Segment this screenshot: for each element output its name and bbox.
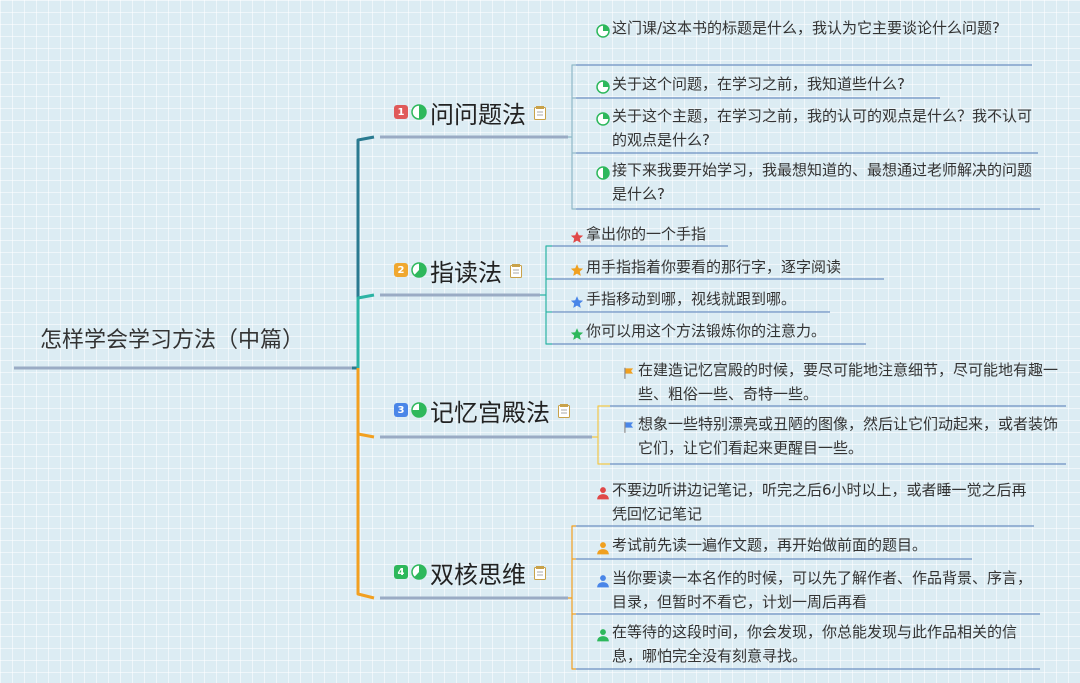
star-icon xyxy=(570,324,584,340)
number-badge-icon: 3 xyxy=(394,403,408,417)
connector-branch-1 xyxy=(352,135,375,370)
list-item[interactable]: 手指移动到哪，视线就跟到哪。 xyxy=(570,287,910,311)
branch-4-bracket-top xyxy=(568,525,576,599)
branch-4-bracket-bottom xyxy=(571,598,576,670)
branch-topic-shuanghe[interactable]: 4 双核思维 xyxy=(394,556,546,589)
list-item[interactable]: 想象一些特别漂亮或丑陋的图像，然后让它们动起来，或者装饰它们，让它们看起来更醒目… xyxy=(622,412,1062,460)
progress-icon xyxy=(411,104,427,120)
branch-1-bracket-top xyxy=(568,64,576,138)
star-icon xyxy=(570,260,584,276)
list-item[interactable]: 关于这个问题，在学习之前，我知道些什么? xyxy=(596,72,1032,96)
branch-1-bracket-bottom xyxy=(571,137,576,210)
progress-quarter-icon xyxy=(596,109,610,126)
person-icon xyxy=(596,538,610,555)
branch-2-bracket-top xyxy=(540,245,552,296)
note-icon[interactable] xyxy=(534,105,546,120)
progress-icon xyxy=(411,564,427,580)
progress-icon xyxy=(411,262,427,278)
progress-quarter-icon xyxy=(596,21,610,38)
list-item[interactable]: 当你要读一本名作的时候，可以先了解作者、作品背景、序言，目录，但暂时不看它，计划… xyxy=(596,566,1036,614)
branch-label: 双核思维 xyxy=(430,560,526,589)
person-icon xyxy=(596,571,610,588)
list-item[interactable]: 不要边听讲边记笔记，听完之后6小时以上，或者睡一觉之后再凭回忆记笔记 xyxy=(596,478,1032,526)
number-badge-icon: 4 xyxy=(394,565,408,579)
list-item[interactable]: 在等待的这段时间，你会发现，你总能发现与此作品相关的信息，哪怕完全没有刻意寻找。 xyxy=(596,620,1036,668)
person-icon xyxy=(596,625,610,642)
list-item[interactable]: 你可以用这个方法锻炼你的注意力。 xyxy=(570,319,910,343)
flag-icon xyxy=(622,363,636,379)
list-item[interactable]: 拿出你的一个手指 xyxy=(570,222,870,246)
number-badge-icon: 1 xyxy=(394,105,408,119)
list-item[interactable]: 接下来我要开始学习，我最想知道的、最想通过老师解决的问题是什么? xyxy=(596,158,1036,206)
connector-branch-4 xyxy=(356,368,375,600)
branch-topic-jiyigongdian[interactable]: 3 记忆宫殿法 xyxy=(394,394,570,427)
note-icon[interactable] xyxy=(534,565,546,580)
branch-topic-wenwenti[interactable]: 1 问问题法 xyxy=(394,96,546,129)
progress-icon xyxy=(411,402,427,418)
branch-3-bracket-top xyxy=(592,405,610,438)
person-icon xyxy=(596,483,610,500)
branch-2-bracket-bottom xyxy=(545,295,552,345)
progress-half-icon xyxy=(596,163,610,180)
note-icon[interactable] xyxy=(558,403,570,418)
list-item[interactable]: 这门课/这本书的标题是什么，我认为它主要谈论什么问题? xyxy=(596,16,1032,40)
root-topic[interactable]: 怎样学会学习方法（中篇） xyxy=(40,328,305,353)
branch-topic-zhidu[interactable]: 2 指读法 xyxy=(394,254,522,287)
list-item[interactable]: 用手指指着你要看的那行字，逐字阅读 xyxy=(570,255,910,279)
connector-branch-3 xyxy=(356,368,375,439)
flag-icon xyxy=(622,417,636,433)
list-item[interactable]: 考试前先读一遍作文题，再开始做前面的题目。 xyxy=(596,533,1032,557)
number-badge-icon: 2 xyxy=(394,263,408,277)
star-icon xyxy=(570,292,584,308)
progress-quarter-icon xyxy=(596,77,610,94)
list-item[interactable]: 关于这个主题，在学习之前，我的认可的观点是什么？我不认可的观点是什么? xyxy=(596,104,1036,152)
branch-3-bracket-bottom xyxy=(597,437,610,465)
branch-label: 指读法 xyxy=(430,258,502,287)
branch-label: 记忆宫殿法 xyxy=(430,398,550,427)
list-item[interactable]: 在建造记忆宫殿的时候，要尽可能地注意细节，尽可能地有趣一些、粗俗一些、奇特一些。 xyxy=(622,358,1062,406)
connector-branch-2 xyxy=(356,293,375,368)
star-icon xyxy=(570,227,584,243)
branch-label: 问问题法 xyxy=(430,100,526,129)
note-icon[interactable] xyxy=(510,263,522,278)
